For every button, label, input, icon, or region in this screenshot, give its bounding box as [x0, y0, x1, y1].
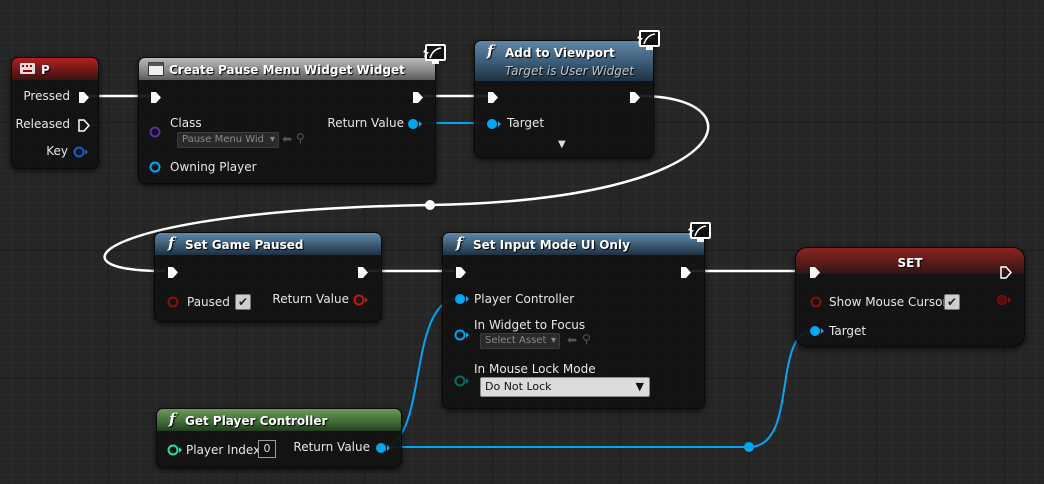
class-selector-dropdown[interactable]: Pause Menu Wid ▾	[177, 132, 279, 148]
function-icon: f	[169, 410, 176, 428]
chevron-down-icon: ▼	[635, 380, 644, 393]
bool-in-pin-icon[interactable]	[167, 296, 179, 308]
node-title: Get Player Controller	[185, 414, 328, 428]
node-header: SET	[796, 248, 1024, 274]
exec-in-pin-icon[interactable]	[167, 266, 179, 279]
keyboard-icon	[20, 63, 35, 74]
node-title: Create Pause Menu Widget Widget	[169, 63, 405, 77]
owning-player-label: Owning Player	[170, 160, 257, 174]
bool-out-pin-icon[interactable]	[996, 294, 1012, 306]
bool-out-pin-icon[interactable]	[353, 294, 369, 306]
object-out-pin-icon[interactable]	[407, 118, 423, 130]
exec-in-pin-icon[interactable]	[455, 266, 467, 279]
return-value-label: Return Value	[272, 292, 349, 306]
class-selector-value: Pause Menu Wid	[182, 134, 265, 145]
function-icon: f	[168, 234, 175, 252]
player-index-label: Player Index	[186, 443, 261, 457]
get-player-controller-node[interactable]: f Get Player Controller Player Index 0 R…	[156, 408, 402, 468]
player-index-input[interactable]: 0	[258, 440, 276, 458]
enum-in-pin-icon[interactable]	[454, 375, 470, 387]
mouse-lock-mode-value: Do Not Lock	[485, 380, 552, 393]
exec-out-pin-icon[interactable]	[412, 91, 424, 104]
node-header: f Get Player Controller	[157, 409, 401, 431]
exec-out-pin-icon[interactable]	[78, 91, 90, 104]
node-header: Create Pause Menu Widget Widget	[139, 58, 435, 80]
chevron-down-icon: ▾	[550, 335, 556, 346]
bool-in-pin-icon[interactable]	[810, 296, 822, 308]
return-value-label: Return Value	[327, 116, 404, 130]
exec-out-pin-icon[interactable]	[1000, 266, 1012, 279]
node-header: P	[12, 58, 98, 80]
pressed-label: Pressed	[23, 89, 70, 103]
object-in-pin-icon[interactable]	[149, 161, 161, 173]
object-in-pin-icon[interactable]	[486, 118, 502, 130]
object-in-pin-icon[interactable]	[809, 325, 825, 337]
node-title: P	[41, 63, 50, 77]
show-mouse-cursor-checkbox[interactable]: ✔	[944, 294, 960, 310]
class-label: Class	[170, 116, 202, 130]
node-title: Set Game Paused	[185, 238, 304, 252]
return-value-label: Return Value	[293, 440, 370, 454]
released-label: Released	[15, 117, 70, 131]
widget-selector-dropdown[interactable]: Select Asset▾	[480, 333, 560, 349]
exec-out-pin-icon[interactable]	[78, 119, 90, 132]
target-label: Target	[507, 116, 545, 130]
monitor-latent-icon	[688, 222, 711, 242]
mouse-lock-mode-dropdown[interactable]: Do Not Lock ▼	[480, 377, 650, 397]
wire-reroute-knot-blue[interactable]	[744, 442, 754, 452]
node-header: f Set Input Mode UI Only	[443, 233, 704, 255]
monitor-latent-icon	[423, 44, 446, 64]
struct-out-pin-icon[interactable]	[73, 146, 89, 158]
node-title: Add to Viewport	[505, 46, 615, 60]
key-label: Key	[46, 144, 68, 158]
mouse-lock-mode-label: In Mouse Lock Mode	[474, 362, 596, 376]
wire-reroute-knot[interactable]	[425, 200, 435, 210]
p-key-event-node[interactable]: P Pressed Released Key	[11, 57, 99, 169]
add-to-viewport-node[interactable]: f Add to Viewport Target is User Widget …	[474, 30, 660, 158]
object-in-pin-icon[interactable]	[454, 329, 470, 341]
exec-in-pin-icon[interactable]	[487, 91, 499, 104]
expand-arrow-icon[interactable]: ▼	[558, 139, 566, 150]
exec-in-pin-icon[interactable]	[809, 266, 821, 279]
monitor-latent-icon	[637, 30, 660, 50]
node-title: Set Input Mode UI Only	[473, 238, 630, 252]
search-icon[interactable]: ⚲	[296, 131, 305, 145]
set-game-paused-node[interactable]: f Set Game Paused Paused ✔ Return Value	[154, 232, 382, 322]
exec-out-pin-icon[interactable]	[680, 266, 692, 279]
exec-out-pin-icon[interactable]	[357, 266, 369, 279]
exec-out-pin-icon[interactable]	[629, 91, 641, 104]
object-out-pin-icon[interactable]	[375, 442, 391, 454]
create-widget-node[interactable]: Create Pause Menu Widget Widget Class Pa…	[138, 44, 446, 184]
player-controller-label: Player Controller	[474, 292, 575, 306]
widget-icon	[148, 62, 164, 79]
node-header: f Set Game Paused	[155, 233, 381, 255]
target-label: Target	[829, 324, 867, 338]
exec-in-pin-icon[interactable]	[150, 91, 162, 104]
paused-label: Paused	[187, 295, 230, 309]
widget-to-focus-label: In Widget to Focus	[474, 318, 586, 332]
set-input-mode-ui-only-node[interactable]: f Set Input Mode UI Only Player Controll…	[442, 222, 711, 409]
function-icon: f	[456, 234, 463, 252]
paused-checkbox[interactable]: ✔	[235, 294, 251, 310]
set-show-mouse-cursor-node[interactable]: SET Show Mouse Cursor ✔ Target	[795, 247, 1025, 347]
class-in-pin-icon[interactable]	[149, 126, 161, 138]
search-icon[interactable]: ⚲	[582, 332, 591, 346]
node-subtitle: Target is User Widget	[505, 64, 634, 78]
chevron-down-icon: ▾	[269, 134, 275, 145]
widget-selector-value: Select Asset	[485, 335, 547, 346]
node-header: f Add to Viewport Target is User Widget	[475, 41, 653, 81]
function-icon: f	[487, 42, 494, 60]
int-in-pin-icon[interactable]	[167, 444, 183, 456]
show-mouse-cursor-label: Show Mouse Cursor	[829, 295, 948, 309]
browse-arrow-icon[interactable]: ⬅	[282, 132, 293, 146]
node-title: SET	[897, 256, 923, 270]
browse-arrow-icon[interactable]: ⬅	[567, 333, 578, 347]
object-in-pin-icon[interactable]	[454, 293, 470, 305]
